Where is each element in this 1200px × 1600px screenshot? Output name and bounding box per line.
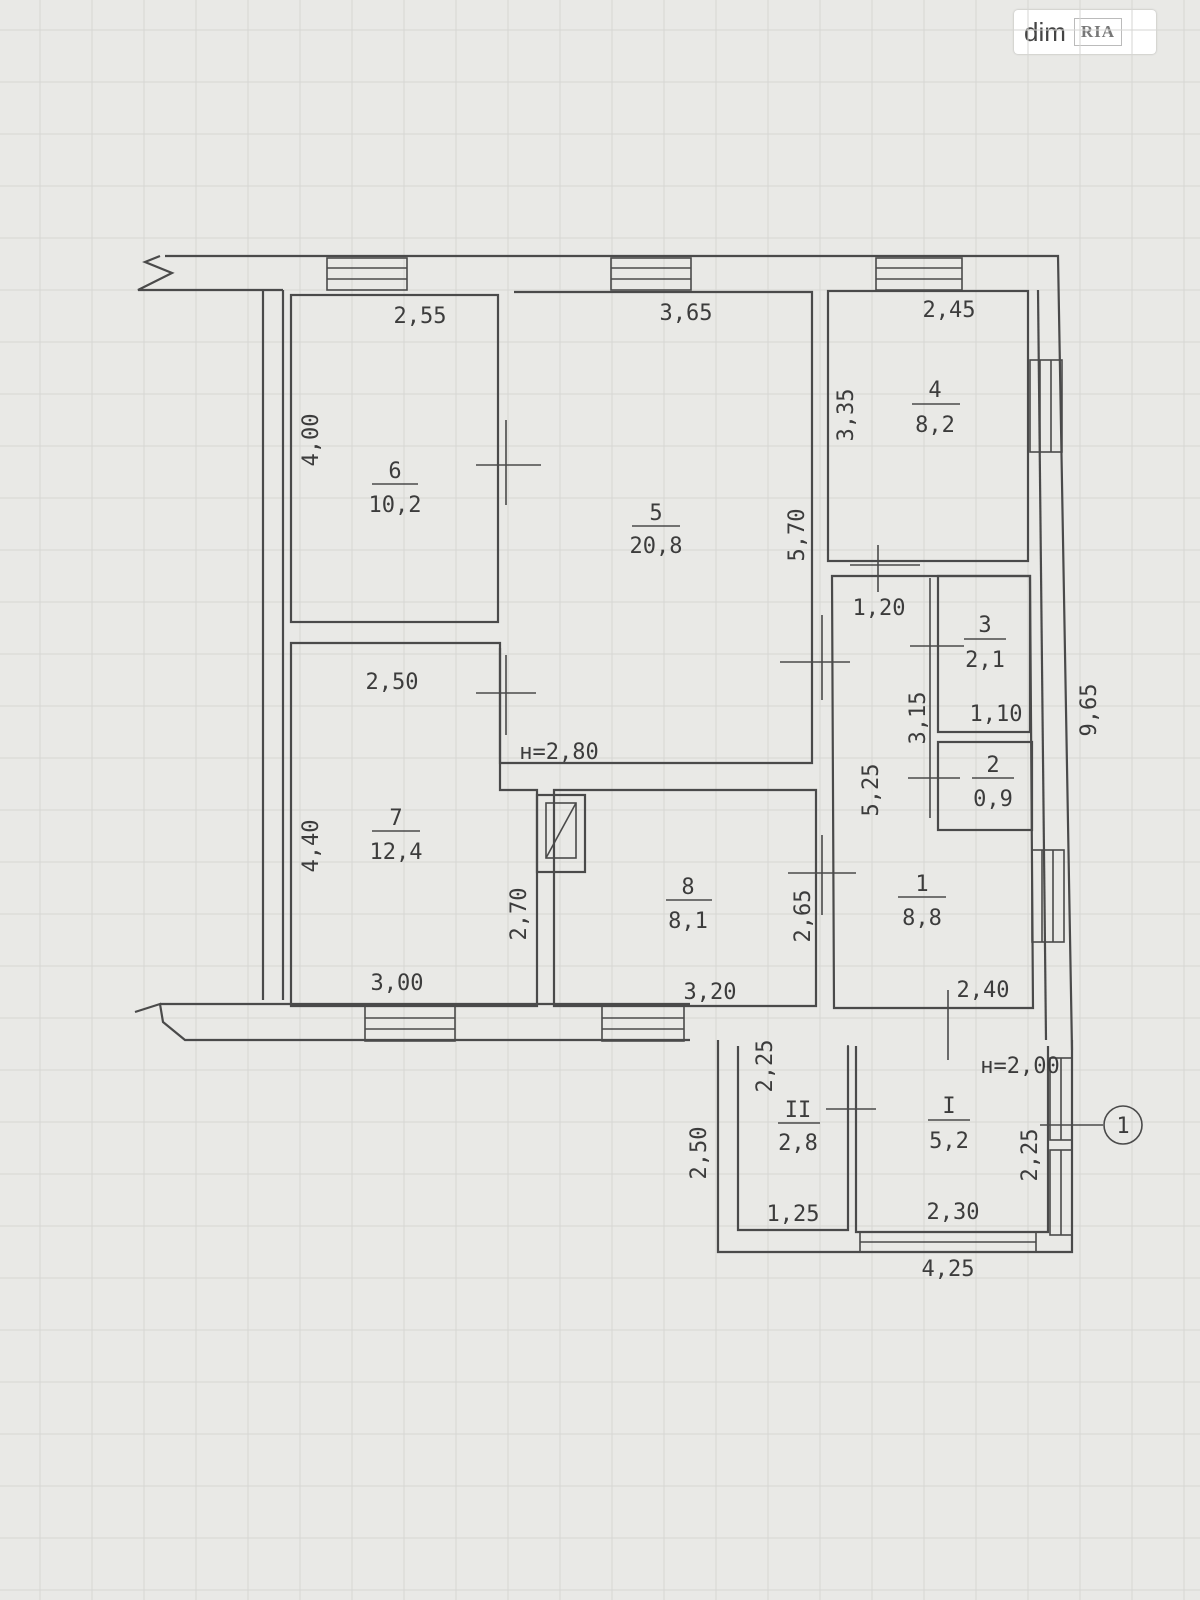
dim-r4-height: 3,35	[834, 389, 859, 442]
dim-r1-height: 5,25	[859, 764, 884, 817]
dim-annex-height-label: н=2,00	[980, 1054, 1059, 1079]
dimension-labels: 2,55 3,65 2,45 4,00 5,70 3,35 1,20 3,15 …	[299, 298, 1130, 1282]
room-4-label: 4 8,2	[912, 378, 960, 438]
dim-rI-width: 2,30	[927, 1200, 980, 1225]
window-right-1	[1029, 359, 1063, 453]
room-6-outline	[289, 293, 500, 624]
logo-part1: dim	[1024, 16, 1066, 47]
room-4-area: 8,2	[915, 413, 955, 438]
room-3-label: 3 2,1	[964, 613, 1006, 673]
dim-r6-width: 2,55	[394, 304, 447, 329]
dim-r5-height: 5,70	[785, 509, 810, 562]
window-annex-right-2	[1049, 1149, 1073, 1236]
room-5-number: 5	[649, 501, 662, 526]
window-bottom-1	[364, 1005, 456, 1042]
dim-r7-inner: 2,70	[507, 888, 532, 941]
window-bottom-2	[601, 1005, 685, 1042]
window-top-1	[326, 257, 408, 291]
room-II-label: II 2,8	[778, 1098, 820, 1156]
room-8-area: 8,1	[668, 909, 708, 934]
room-1-area: 8,8	[902, 906, 942, 931]
dim-r6-height: 4,00	[299, 414, 324, 467]
dim-rII-width: 1,25	[767, 1202, 820, 1227]
dim-r1-width-bottom: 2,40	[957, 978, 1010, 1003]
window-top-3	[875, 257, 963, 291]
room-5-label: 5 20,8	[630, 501, 683, 559]
room-I-area: 5,2	[929, 1129, 969, 1154]
chimney-outline	[535, 793, 587, 874]
room-1-label: 1 8,8	[898, 872, 946, 931]
dim-main-height: н=2,80	[519, 740, 598, 765]
room-II-area: 2,8	[778, 1131, 818, 1156]
room-7-area: 12,4	[370, 840, 423, 865]
walls	[134, 254, 1074, 1254]
dim-r8-width: 3,20	[684, 980, 737, 1005]
room-II-number: II	[785, 1098, 812, 1123]
window-top-2	[610, 257, 692, 291]
dim-r7-width-top: 2,50	[366, 670, 419, 695]
room-6-area: 10,2	[369, 493, 422, 518]
window-right-2	[1031, 849, 1065, 943]
dim-r3-width: 1,10	[970, 702, 1023, 727]
room-6-label: 6 10,2	[369, 459, 422, 518]
dim-rI-height: 2,25	[1018, 1129, 1043, 1182]
room-7-number: 7	[389, 806, 402, 831]
room-3-area: 2,1	[965, 648, 1005, 673]
dim-total-right: 9,65	[1077, 684, 1102, 737]
dim-r4-width: 2,45	[923, 298, 976, 323]
room-5-area: 20,8	[630, 534, 683, 559]
dim-r5-width: 3,65	[660, 301, 713, 326]
room-labels: 6 10,2 5 20,8 4 8,2 3 2,1 2 0,9 7 12,4	[369, 378, 1014, 1156]
dim-r1-width-top: 1,20	[853, 596, 906, 621]
section-marker-label: 1	[1116, 1114, 1129, 1139]
room-2-number: 2	[986, 753, 999, 778]
room-2-label: 2 0,9	[972, 753, 1014, 812]
dim-r7-width-bottom: 3,00	[371, 971, 424, 996]
dim-r3-height: 3,15	[906, 692, 931, 745]
room-7-label: 7 12,4	[370, 806, 423, 865]
room-2-area: 0,9	[973, 787, 1013, 812]
room-I-number: I	[942, 1094, 955, 1119]
window-annex-bottom	[859, 1231, 1037, 1253]
dim-r7-height: 4,40	[299, 820, 324, 873]
section-marker-circle	[1103, 1105, 1143, 1145]
window-annex-right	[1049, 1057, 1073, 1141]
room-4-outline	[826, 289, 1030, 563]
dim-annex-height: 2,50	[687, 1127, 712, 1180]
room-6-number: 6	[388, 459, 401, 484]
doors	[476, 420, 1143, 1145]
room-3-number: 3	[978, 613, 991, 638]
room-I-label: I 5,2	[928, 1094, 970, 1154]
room-4-number: 4	[928, 378, 941, 403]
windows	[326, 257, 1073, 1253]
dim-annex-width: 4,25	[922, 1257, 975, 1282]
room-3-outline	[936, 574, 1032, 734]
room-2-outline	[936, 740, 1034, 832]
room-8-number: 8	[681, 875, 694, 900]
dim-rII-height: 2,25	[753, 1040, 778, 1093]
logo-part2: RIA	[1073, 18, 1123, 46]
dim-r8-height: 2,65	[791, 890, 816, 943]
room-8-label: 8 8,1	[666, 875, 712, 934]
room-1-number: 1	[915, 872, 928, 897]
